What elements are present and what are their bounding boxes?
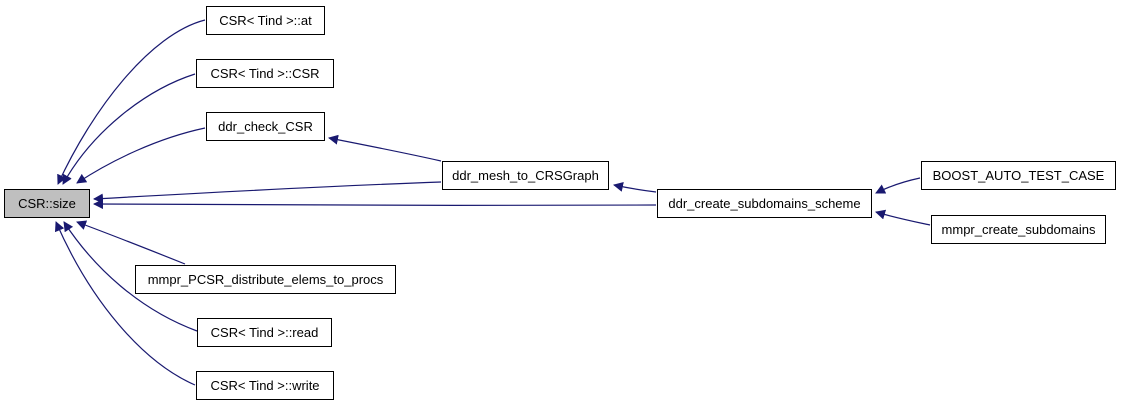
root-node-csr-size: CSR::size: [4, 189, 90, 218]
node-csr-constructor[interactable]: CSR< Tind >::CSR: [196, 59, 334, 88]
edge-boost-to-scheme: [875, 177, 921, 194]
node-csr-read[interactable]: CSR< Tind >::read: [197, 318, 332, 347]
edge-distribute-to-root: [76, 220, 186, 265]
edge-read-to-root: [63, 221, 198, 332]
node-mmpr-create-subdomains[interactable]: mmpr_create_subdomains: [931, 215, 1106, 244]
node-ddr-create-subdomains-scheme[interactable]: ddr_create_subdomains_scheme: [657, 189, 872, 218]
node-ddr-check-csr[interactable]: ddr_check_CSR: [206, 112, 325, 141]
edge-at-to-root: [57, 19, 206, 185]
edge-mmpr_sub-to-scheme: [875, 209, 931, 226]
edge-scheme-to-mesh: [613, 181, 657, 193]
node-csr-at[interactable]: CSR< Tind >::at: [206, 6, 325, 35]
edge-write-to-root: [55, 221, 196, 386]
node-csr-write[interactable]: CSR< Tind >::write: [196, 371, 334, 400]
edge-check-to-root: [76, 127, 206, 184]
edge-csr-to-root: [62, 73, 196, 185]
node-ddr-mesh-to-crsgraph[interactable]: ddr_mesh_to_CRSGraph: [442, 161, 609, 190]
edge-scheme-to-root: [93, 199, 657, 210]
edge-mesh-to-check: [328, 134, 442, 162]
node-mmpr-pcsr-distribute[interactable]: mmpr_PCSR_distribute_elems_to_procs: [135, 265, 396, 294]
edge-mesh-to-root: [93, 181, 442, 204]
node-boost-auto-test-case[interactable]: BOOST_AUTO_TEST_CASE: [921, 161, 1116, 190]
